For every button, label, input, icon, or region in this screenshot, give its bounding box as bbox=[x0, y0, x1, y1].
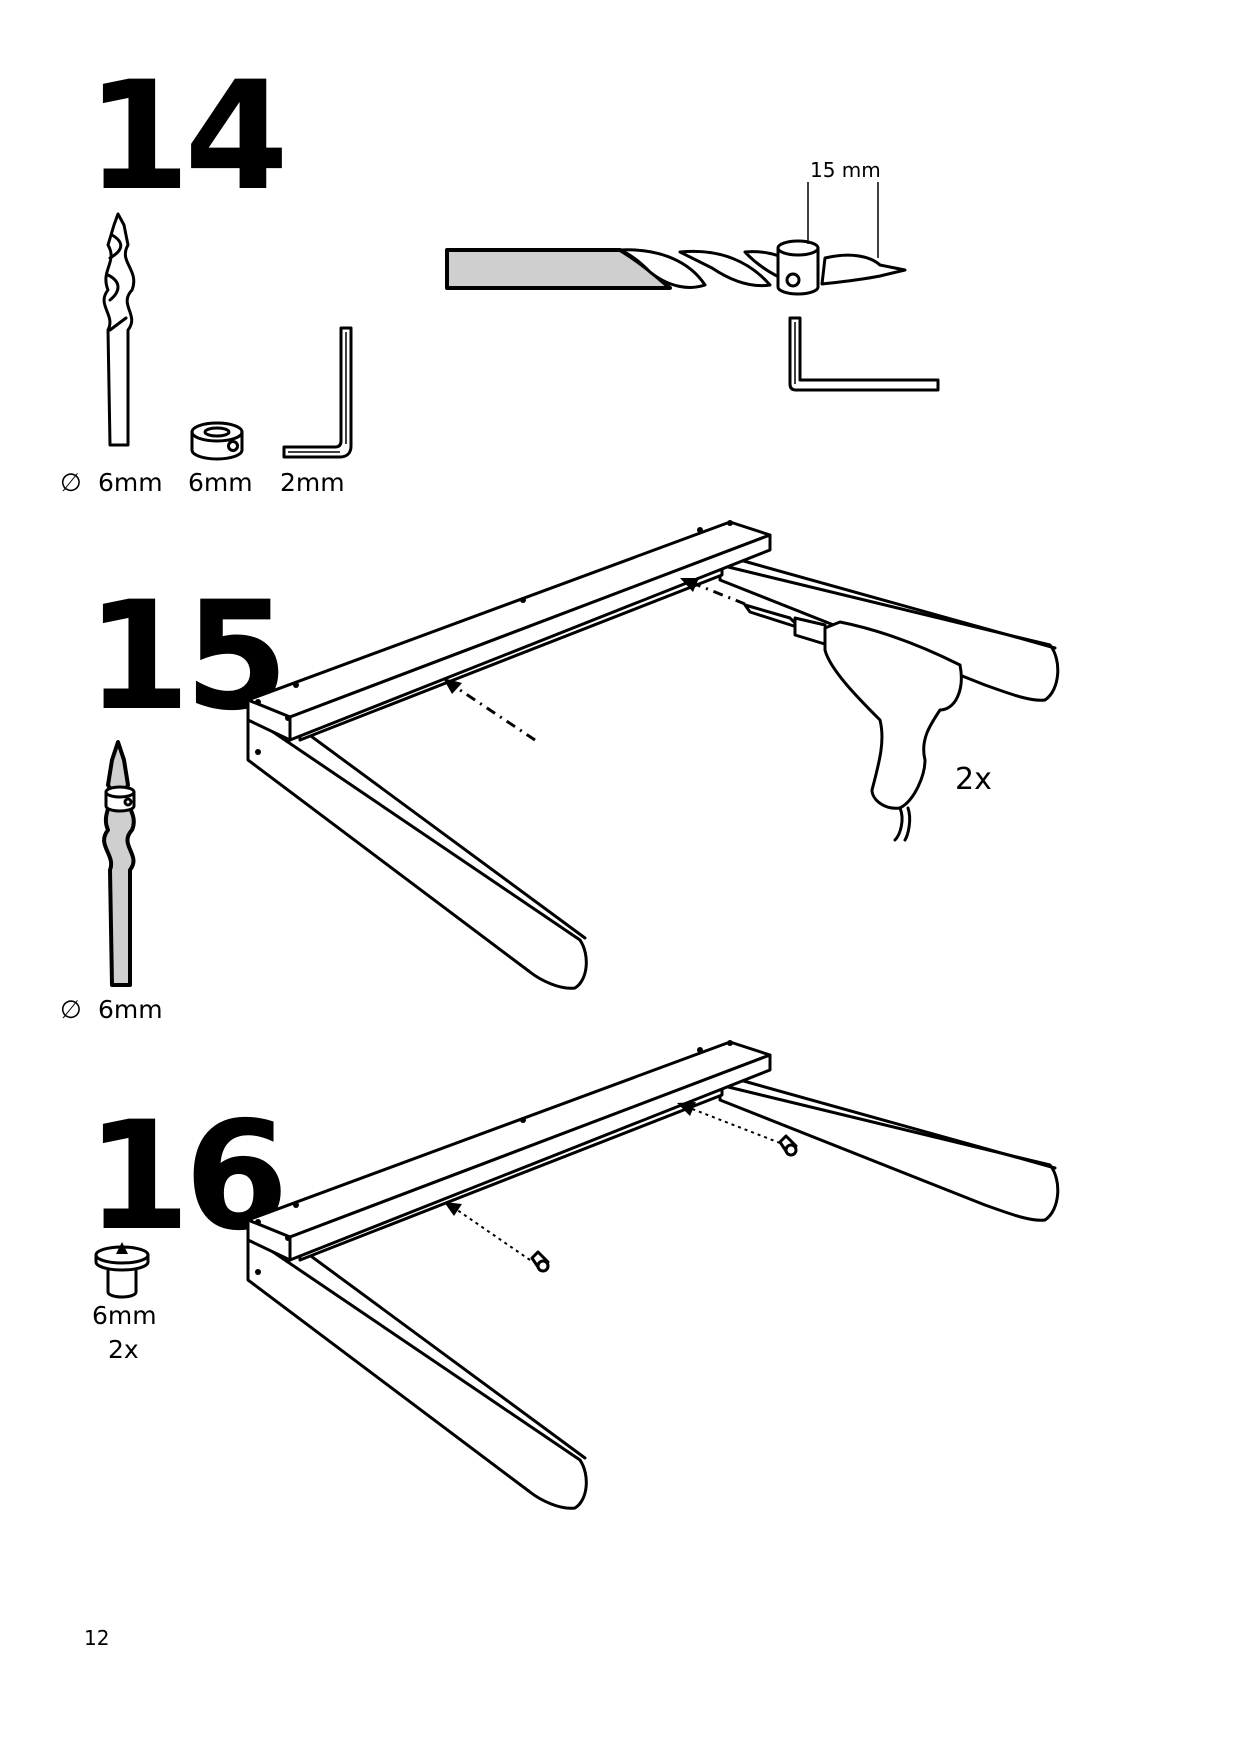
dowel-marker-quantity-label: 2x bbox=[108, 1335, 139, 1364]
diameter-symbol: ∅ bbox=[60, 468, 82, 497]
diameter-symbol: ∅ bbox=[60, 995, 82, 1024]
depth-measurement-label: 15 mm bbox=[810, 158, 881, 182]
drill-bit-size-label: 6mm bbox=[98, 995, 163, 1024]
quantity-label: 2x bbox=[955, 762, 992, 797]
drill-bit-size-label: 6mm bbox=[98, 468, 163, 497]
step-14-number: 14 bbox=[86, 50, 289, 224]
allen-key-size-label: 2mm bbox=[280, 468, 345, 497]
dowel-marker-size-label: 6mm bbox=[92, 1301, 157, 1330]
page-number: 12 bbox=[84, 1626, 110, 1650]
collar-size-label: 6mm bbox=[188, 468, 253, 497]
